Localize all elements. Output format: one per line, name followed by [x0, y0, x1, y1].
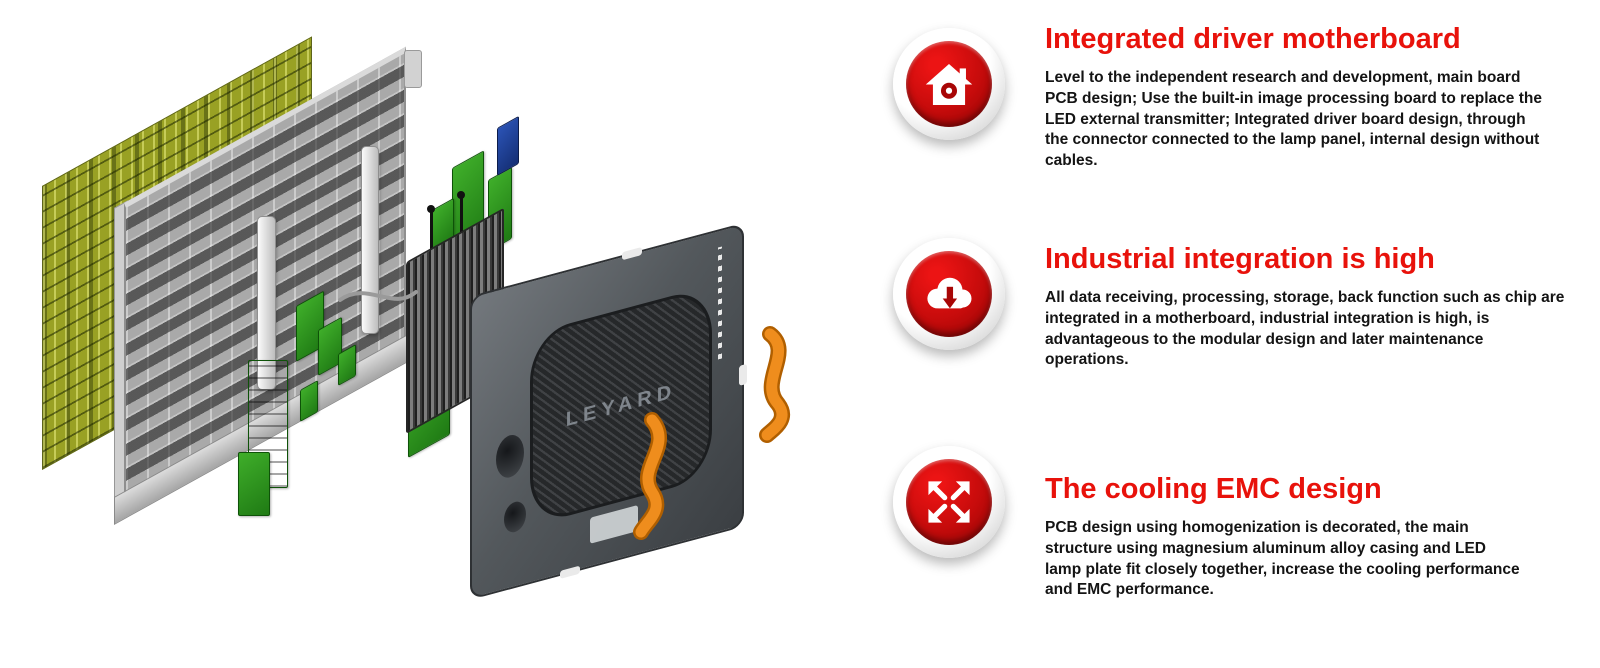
feature-text-block: Industrial integration is high All data … [1045, 242, 1567, 371]
feature-title: Integrated driver motherboard [1045, 23, 1461, 55]
cover-tab [739, 363, 747, 386]
feature-title: The cooling EMC design [1045, 473, 1382, 505]
green-board [238, 452, 270, 516]
antenna [430, 212, 433, 268]
antenna-tip [427, 205, 435, 213]
cover-edge-markings [718, 246, 722, 360]
feature-title: Industrial integration is high [1045, 243, 1435, 275]
power-bar [361, 146, 379, 334]
feature-body: Level to the independent research and de… [1045, 69, 1542, 169]
feature-industrial-integration: Industrial integration is high All data … [893, 238, 1593, 371]
cover-mesh-area: LEYARD [530, 285, 712, 526]
cover-label-sticker [590, 504, 638, 544]
orange-handle [761, 328, 788, 441]
feature-icon-circle [906, 251, 992, 337]
feature-icon-badge [893, 446, 1005, 558]
antenna-tip [457, 191, 465, 199]
feature-text-block: Integrated driver motherboard Level to t… [1045, 22, 1550, 171]
feature-body: All data receiving, processing, storage,… [1045, 289, 1565, 369]
cover-tab [622, 246, 642, 261]
frame-top-hook [404, 50, 422, 88]
brand-logo: LEYARD [565, 379, 677, 432]
cover-tab [560, 565, 580, 579]
exploded-view-illustration: LEYARD [42, 36, 790, 601]
feature-cooling-emc-design: The cooling EMC design PCB design using … [893, 446, 1593, 601]
power-bar [257, 216, 276, 390]
feature-icon-badge [893, 238, 1005, 350]
cloud-download-icon [927, 277, 972, 309]
back-cover: LEYARD [470, 222, 747, 601]
feature-body: PCB design using homogenization is decor… [1045, 519, 1520, 599]
feature-icon-circle [906, 459, 992, 545]
cover-recess [496, 431, 524, 482]
feature-integrated-driver-motherboard: Integrated driver motherboard Level to t… [893, 24, 1593, 171]
home-icon [925, 63, 973, 105]
feature-icon-circle [906, 41, 992, 127]
expand-arrows-icon [928, 481, 970, 523]
feature-text-block: The cooling EMC design PCB design using … [1045, 472, 1523, 601]
blue-board [497, 115, 519, 176]
orange-handle [759, 326, 790, 443]
cover-recess [504, 498, 526, 535]
feature-icon-badge [893, 28, 1005, 140]
